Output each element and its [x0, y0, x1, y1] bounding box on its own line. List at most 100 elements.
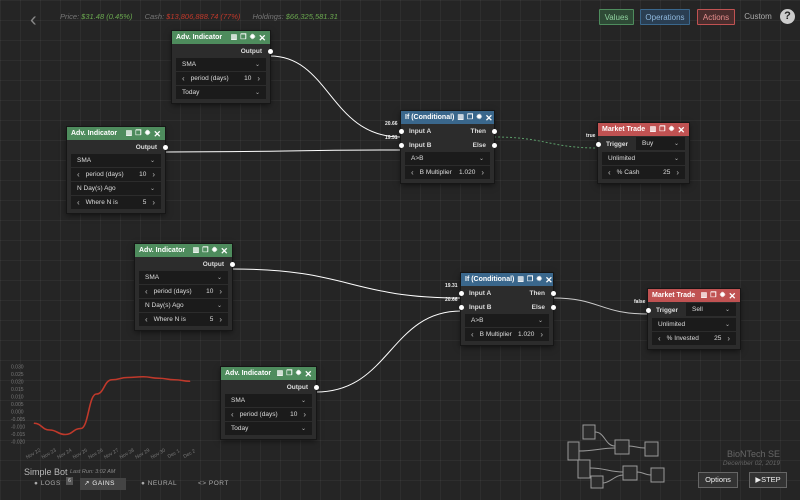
decrement-icon[interactable]: ‹ [145, 287, 148, 296]
operator-select[interactable]: A>B⌄ [405, 152, 490, 165]
close-icon[interactable]: ✕ [677, 126, 685, 134]
indicator-type-select[interactable]: SMA⌄ [71, 154, 161, 167]
increment-icon[interactable]: › [676, 168, 679, 177]
node-header[interactable]: Adv. Indicator ▥❐✹✕ [221, 367, 316, 380]
copy-icon[interactable]: ❐ [710, 292, 716, 300]
close-icon[interactable]: ✕ [220, 247, 228, 255]
node-header[interactable]: If (Conditional) ▥❐✹✕ [401, 111, 494, 124]
percent-stepper[interactable]: ‹% Invested25› [652, 332, 736, 345]
else-port[interactable] [551, 305, 556, 310]
else-port[interactable] [492, 143, 497, 148]
period-stepper[interactable]: ‹period (days)10› [176, 72, 266, 85]
output-port[interactable] [314, 385, 319, 390]
close-icon[interactable]: ✕ [153, 130, 161, 138]
decrement-icon[interactable]: ‹ [411, 168, 414, 177]
increment-icon[interactable]: › [152, 198, 155, 207]
close-icon[interactable]: ✕ [485, 114, 493, 122]
decrement-icon[interactable]: ‹ [182, 74, 185, 83]
neural-tab[interactable]: ● NEURAL [137, 478, 183, 490]
indicator-type-select[interactable]: SMA⌄ [176, 58, 266, 71]
custom-button[interactable]: Custom [741, 9, 775, 25]
input-b-port[interactable] [459, 305, 464, 310]
market-trade-node-1[interactable]: Market Trade ▥❐✹✕ true Trigger Buy⌄ Unli… [598, 123, 689, 183]
decrement-icon[interactable]: ‹ [77, 198, 80, 207]
operations-button[interactable]: Operations [640, 9, 690, 25]
adv-indicator-node-3[interactable]: Adv. Indicator ▥❐✹✕ Output SMA⌄ ‹period … [135, 244, 232, 330]
help-icon[interactable]: ? [780, 9, 795, 24]
node-header[interactable]: If (Conditional) ▥❐✹✕ [461, 273, 553, 286]
adv-indicator-node-2[interactable]: Adv. Indicator ▥❐✹✕ Output SMA⌄ ‹period … [67, 127, 165, 213]
operator-select[interactable]: A>B⌄ [465, 314, 549, 327]
copy-icon[interactable]: ❐ [659, 126, 665, 134]
gains-tab[interactable]: ↗ GAINS [80, 478, 126, 490]
trash-icon[interactable]: ▥ [193, 247, 200, 255]
trash-icon[interactable]: ▥ [517, 276, 524, 284]
values-button[interactable]: Values [599, 9, 634, 25]
input-a-port[interactable] [459, 291, 464, 296]
if-conditional-node-2[interactable]: If (Conditional) ▥❐✹✕ 19.31 Input A Then… [461, 273, 553, 345]
actions-button[interactable]: Actions [697, 9, 735, 25]
trash-icon[interactable]: ▥ [277, 370, 284, 378]
trigger-port[interactable] [596, 142, 601, 147]
port-tab[interactable]: <> PORT [194, 478, 240, 490]
output-port[interactable] [163, 145, 168, 150]
decrement-icon[interactable]: ‹ [145, 315, 148, 324]
gear-icon[interactable]: ✹ [296, 370, 302, 378]
node-header[interactable]: Market Trade ▥❐✹✕ [598, 123, 689, 136]
increment-icon[interactable]: › [219, 287, 222, 296]
then-port[interactable] [492, 129, 497, 134]
gear-icon[interactable]: ✹ [536, 276, 542, 284]
indicator-type-select[interactable]: SMA⌄ [225, 394, 312, 407]
increment-icon[interactable]: › [727, 334, 730, 343]
close-icon[interactable]: ✕ [304, 370, 312, 378]
increment-icon[interactable]: › [303, 410, 306, 419]
gear-icon[interactable]: ✹ [669, 126, 675, 134]
if-conditional-node-1[interactable]: If (Conditional) ▥❐✹✕ 20.66 Input A Then… [401, 111, 494, 183]
trash-icon[interactable]: ▥ [457, 114, 464, 122]
logs-tab[interactable]: ● LOGS [30, 478, 66, 490]
indicator-type-select[interactable]: SMA⌄ [139, 271, 228, 284]
decrement-icon[interactable]: ‹ [608, 168, 611, 177]
copy-icon[interactable]: ❐ [467, 114, 473, 122]
multiplier-stepper[interactable]: ‹B Multiplier1.020› [405, 166, 490, 179]
copy-icon[interactable]: ❐ [286, 370, 292, 378]
period-stepper[interactable]: ‹period (days)10› [225, 408, 312, 421]
gear-icon[interactable]: ✹ [145, 130, 151, 138]
range-select[interactable]: Today⌄ [176, 86, 266, 99]
copy-icon[interactable]: ❐ [135, 130, 141, 138]
period-stepper[interactable]: ‹period (days)10› [71, 168, 161, 181]
trash-icon[interactable]: ▥ [126, 130, 133, 138]
decrement-icon[interactable]: ‹ [77, 170, 80, 179]
percent-stepper[interactable]: ‹% Cash25› [602, 166, 685, 179]
step-button[interactable]: ▶STEP [749, 472, 787, 488]
increment-icon[interactable]: › [152, 170, 155, 179]
options-button[interactable]: Options [698, 472, 738, 488]
action-select[interactable]: Buy⌄ [636, 137, 685, 150]
node-header[interactable]: Adv. Indicator ▥❐✹✕ [67, 127, 165, 140]
node-header[interactable]: Adv. Indicator ▥❐✹✕ [135, 244, 232, 257]
gear-icon[interactable]: ✹ [250, 34, 256, 42]
adv-indicator-node-4[interactable]: Adv. Indicator ▥❐✹✕ Output SMA⌄ ‹period … [221, 367, 316, 439]
close-icon[interactable]: ✕ [258, 34, 266, 42]
action-select[interactable]: Sell⌄ [686, 303, 736, 316]
decrement-icon[interactable]: ‹ [471, 330, 474, 339]
n-days-stepper[interactable]: ‹Where N is5› [139, 313, 228, 326]
adv-indicator-node-1[interactable]: Adv. Indicator ▥❐✹✕ Output SMA⌄ ‹period … [172, 31, 270, 103]
close-icon[interactable]: ✕ [728, 292, 736, 300]
increment-icon[interactable]: › [481, 168, 484, 177]
range-select[interactable]: N Day(s) Ago⌄ [139, 299, 228, 312]
multiplier-stepper[interactable]: ‹B Multiplier1.020› [465, 328, 549, 341]
input-b-port[interactable] [399, 143, 404, 148]
trigger-port[interactable] [646, 308, 651, 313]
period-stepper[interactable]: ‹period (days)10› [139, 285, 228, 298]
gear-icon[interactable]: ✹ [476, 114, 482, 122]
gear-icon[interactable]: ✹ [720, 292, 726, 300]
node-header[interactable]: Adv. Indicator ▥❐✹✕ [172, 31, 270, 44]
market-trade-node-2[interactable]: Market Trade ▥❐✹✕ false Trigger Sell⌄ Un… [648, 289, 740, 349]
trash-icon[interactable]: ▥ [231, 34, 238, 42]
decrement-icon[interactable]: ‹ [658, 334, 661, 343]
then-port[interactable] [551, 291, 556, 296]
copy-icon[interactable]: ❐ [240, 34, 246, 42]
increment-icon[interactable]: › [219, 315, 222, 324]
gear-icon[interactable]: ✹ [212, 247, 218, 255]
